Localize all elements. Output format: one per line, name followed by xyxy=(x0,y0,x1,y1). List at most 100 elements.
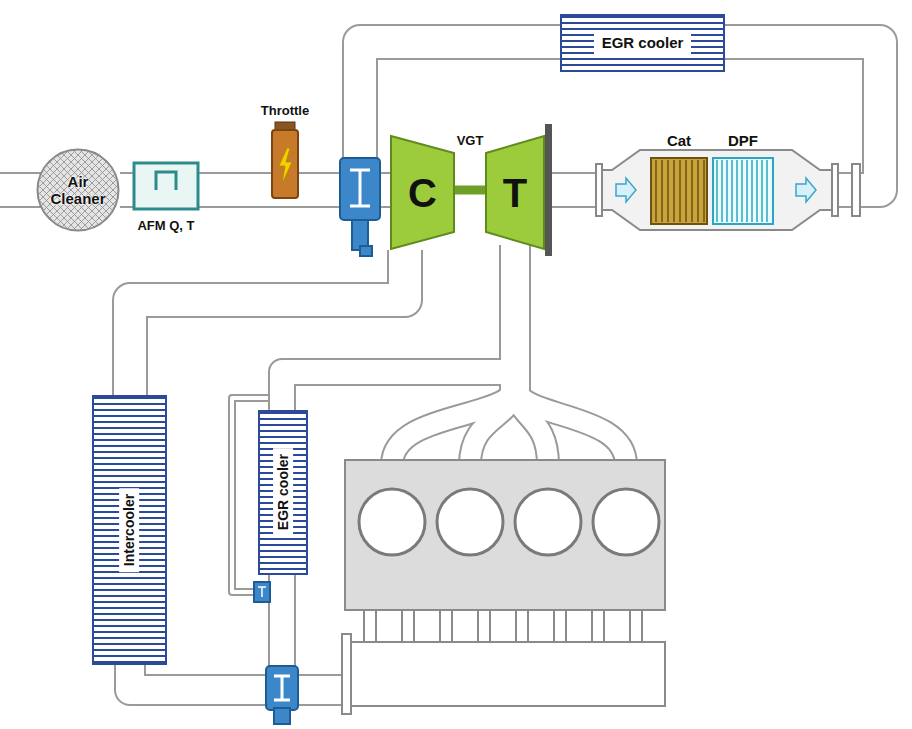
substrate-channel xyxy=(741,160,743,222)
circle-shape xyxy=(515,489,581,555)
pipe-connector xyxy=(130,250,405,395)
rect-shape xyxy=(554,610,566,643)
pipe-wall xyxy=(199,172,255,208)
rect-shape xyxy=(254,582,270,602)
path-shape xyxy=(515,385,626,465)
pipe-wall xyxy=(120,172,133,208)
turbo-shaft xyxy=(455,190,485,191)
rect-shape xyxy=(266,666,298,710)
substrate-channel xyxy=(766,160,768,222)
pipe-wall xyxy=(255,206,315,208)
pipe-bore xyxy=(199,174,255,206)
component-label: Throttle xyxy=(261,104,309,119)
cooler-core xyxy=(259,411,307,574)
rect-shape xyxy=(342,634,351,714)
rect-shape xyxy=(440,610,452,643)
circle-shape xyxy=(437,489,503,555)
rect-shape xyxy=(274,708,290,724)
cooler-core xyxy=(93,396,166,664)
path-shape xyxy=(598,150,834,230)
rect-shape xyxy=(832,164,838,216)
substrate-channel xyxy=(746,160,748,222)
component-label: T xyxy=(503,173,527,213)
catalyst-block xyxy=(651,158,707,224)
label-holder: VGT xyxy=(452,131,488,149)
egr-valve xyxy=(340,158,380,256)
intake-valve xyxy=(266,666,298,724)
turbine-shape xyxy=(486,136,544,249)
path-shape xyxy=(258,587,266,597)
engine-block xyxy=(345,460,665,610)
rect-shape xyxy=(592,610,604,643)
pipe-connector xyxy=(199,190,255,191)
substrate-channel xyxy=(761,160,763,222)
substrate-channel xyxy=(655,160,657,222)
rect-shape xyxy=(364,610,376,643)
pipe-flange xyxy=(852,164,860,216)
circle-shape xyxy=(359,489,425,555)
egr-cooler-box: EGR cooler xyxy=(258,410,308,575)
substrate-channel xyxy=(685,160,687,222)
substrate-channel xyxy=(721,160,723,222)
compressor-shape: C xyxy=(390,135,455,250)
component-label: AFM Q, T xyxy=(137,219,194,234)
path-shape xyxy=(392,385,515,465)
path-shape xyxy=(350,170,370,206)
path-shape xyxy=(274,676,290,700)
turbine-housing-bar xyxy=(545,124,552,256)
pipe-connector xyxy=(120,190,133,191)
rect-shape xyxy=(340,158,380,220)
catalyst-block: Cat xyxy=(650,128,708,228)
substrate-channel xyxy=(679,160,681,222)
path-shape xyxy=(616,178,636,202)
path-shape xyxy=(515,385,626,465)
rect-shape xyxy=(360,246,372,256)
actuator-symbol xyxy=(279,148,292,184)
air-flow-meter: AFM Q, T xyxy=(133,162,199,236)
substrate-channel xyxy=(751,160,753,222)
substrate-channel xyxy=(736,160,738,222)
substrate-channel xyxy=(673,160,675,222)
circle-shape xyxy=(593,489,659,555)
substrate-channel xyxy=(726,160,728,222)
throttle-body xyxy=(272,130,298,198)
pipe-bore xyxy=(120,174,133,206)
intake-manifold xyxy=(342,610,665,714)
sensor-symbol xyxy=(156,172,176,190)
substrate-channel xyxy=(716,160,718,222)
path-shape xyxy=(796,178,816,202)
rect-shape xyxy=(478,610,490,643)
substrate-channel xyxy=(691,160,693,222)
turbo-shaft xyxy=(455,186,485,195)
component-label: C xyxy=(408,173,437,213)
turbo-label: VGT xyxy=(457,134,484,149)
air-cleaner-circle xyxy=(38,150,119,231)
path-shape xyxy=(392,385,515,465)
dpf-block xyxy=(713,158,773,224)
component-label: Air Cleaner xyxy=(42,173,114,208)
compressor-shape xyxy=(391,136,454,249)
component-label: EGR cooler xyxy=(594,32,692,53)
component-label: DPF xyxy=(728,132,758,149)
aftertreatment-housing xyxy=(596,150,838,230)
rect-shape xyxy=(345,460,665,610)
substrate-channel xyxy=(667,160,669,222)
substrate-channel xyxy=(731,160,733,222)
component-label: EGR cooler xyxy=(273,448,293,536)
intercooler-box: Intercooler xyxy=(92,395,167,665)
rect-shape xyxy=(350,642,665,706)
rect-shape xyxy=(596,164,602,216)
rect-shape xyxy=(516,610,528,643)
rect-shape xyxy=(630,610,642,643)
air-cleaner-circle: Air Cleaner xyxy=(36,148,120,232)
turbine-shape: T xyxy=(485,135,545,250)
pipe-wall xyxy=(130,250,405,395)
rect-shape xyxy=(402,610,414,643)
pipe-bore xyxy=(130,250,405,395)
egr-cooler-box: EGR cooler xyxy=(560,14,725,72)
substrate-channel xyxy=(756,160,758,222)
substrate-channel xyxy=(697,160,699,222)
pipe-outlines xyxy=(0,190,626,690)
component-label: Cat xyxy=(667,132,691,149)
